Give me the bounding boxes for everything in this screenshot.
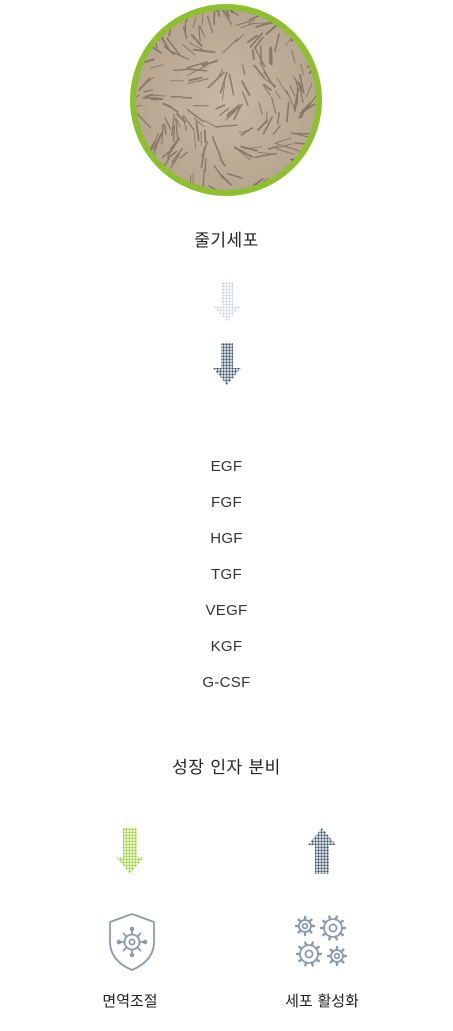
factor-kgf: KGF <box>210 638 243 655</box>
cell-activation-label: 세포 활성화 <box>285 992 359 1010</box>
stem-cell-label: 줄기세포 <box>194 231 259 251</box>
factor-hgf: HGF <box>210 530 243 547</box>
factor-gcsf: G-CSF <box>202 674 251 691</box>
green-down-arrow-icon <box>116 828 144 874</box>
light-down-arrow-icon <box>213 282 241 322</box>
dark-up-arrow-icon <box>308 828 336 874</box>
factor-egf: EGF <box>210 458 243 475</box>
secretion-label: 성장 인자 분비 <box>172 758 281 778</box>
factor-fgf: FGF <box>211 494 242 511</box>
immune-regulation-label: 면역조절 <box>102 992 158 1010</box>
stem-cell-image <box>128 2 324 198</box>
factor-vegf: VEGF <box>205 602 248 619</box>
dark-down-arrow-icon <box>213 343 241 385</box>
stem-cell-ring <box>130 4 322 196</box>
factor-tgf: TGF <box>211 566 242 583</box>
shield-virus-icon <box>106 912 158 976</box>
gears-icon <box>293 912 353 974</box>
